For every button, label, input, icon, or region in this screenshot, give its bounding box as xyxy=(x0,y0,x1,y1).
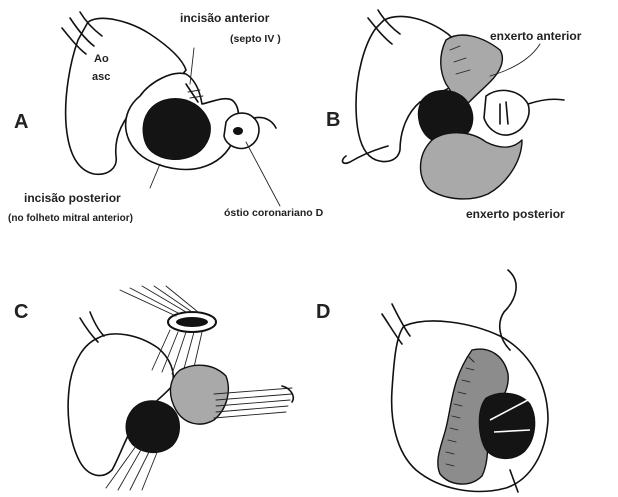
label-ostio: óstio coronariano D xyxy=(224,207,324,219)
label-septo: (septo IV ) xyxy=(230,33,281,45)
coronary-vessel-b xyxy=(528,99,564,104)
label-incisao-anterior: incisão anterior xyxy=(180,11,270,25)
suture-thread-d xyxy=(500,270,516,350)
panel-a-letter: A xyxy=(14,111,28,133)
panel-b: B enxerto anterior enxerto posterior xyxy=(326,10,582,221)
coronary-ostium xyxy=(233,127,243,135)
leader-ostio xyxy=(246,142,280,206)
label-ao: Ao xyxy=(94,53,109,65)
panel-c-letter: C xyxy=(14,301,28,323)
label-asc: asc xyxy=(92,71,110,83)
vessel-line xyxy=(90,312,104,336)
graft-patch-c xyxy=(170,365,228,424)
vessel-line xyxy=(80,318,98,342)
cavity-c xyxy=(126,401,180,453)
panel-d-letter: D xyxy=(316,301,330,323)
valve-d xyxy=(479,393,535,458)
label-enxerto-anterior: enxerto anterior xyxy=(490,29,582,43)
panel-a: A Ao asc incisão anterior (septo IV ) in… xyxy=(8,11,324,224)
label-incisao-posterior: incisão posterior xyxy=(24,191,121,205)
label-folheto: (no folheto mitral anterior) xyxy=(8,213,133,224)
leader-incisao-posterior xyxy=(150,164,160,188)
ventricular-cavity xyxy=(143,99,210,160)
posterior-graft xyxy=(421,133,523,199)
valve-orifice xyxy=(176,317,208,327)
panel-b-letter: B xyxy=(326,109,340,131)
label-enxerto-posterior: enxerto posterior xyxy=(466,207,565,221)
panel-c: C xyxy=(14,286,293,490)
panel-d: D xyxy=(316,270,548,492)
